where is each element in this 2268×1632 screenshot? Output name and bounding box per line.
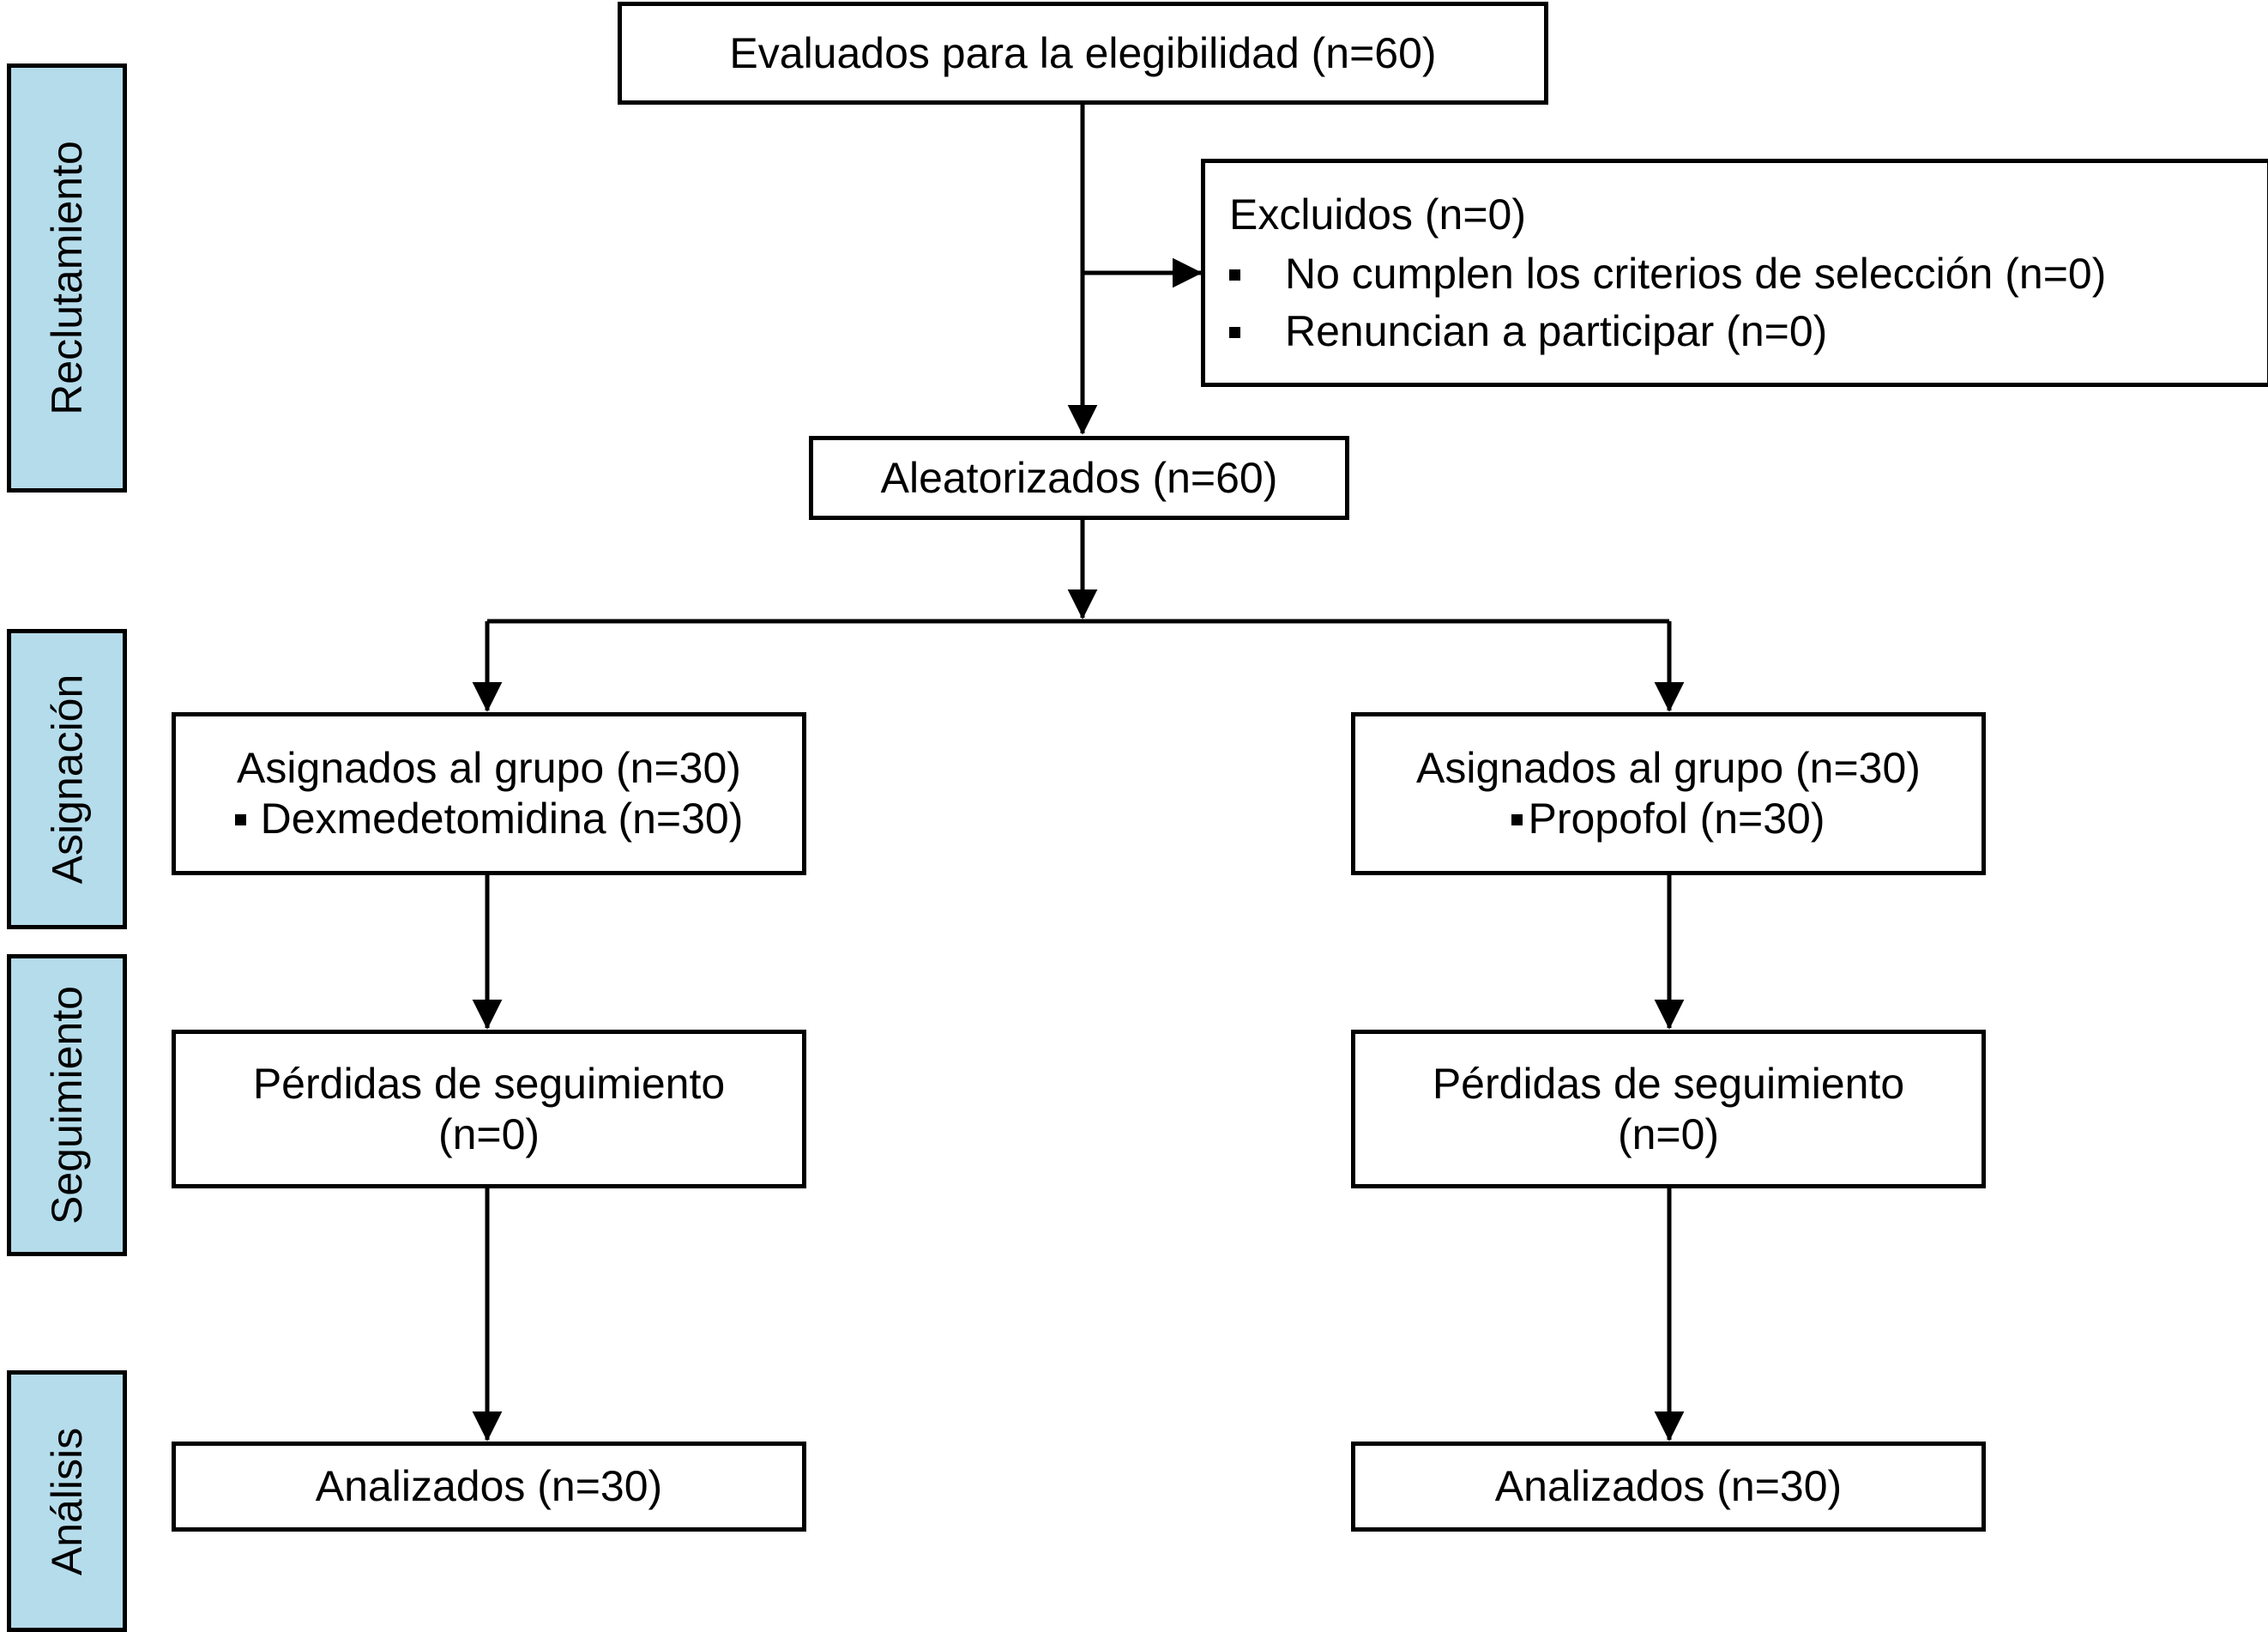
bullet-square-icon	[1229, 269, 1240, 281]
bullet-square-icon	[1511, 814, 1523, 825]
node-allocation-right: Asignados al grupo (n=30) Propofol (n=30…	[1351, 712, 1986, 875]
node-analyzed-left-text: Analizados (n=30)	[315, 1462, 663, 1510]
bullet-square-icon	[1229, 326, 1240, 338]
node-excluded-item-1-text: Renuncian a participar (n=0)	[1285, 306, 1828, 355]
node-allocation-left-item: Dexmedetomidina (n=30)	[234, 794, 744, 844]
node-excluded-item-0-text: No cumplen los criterios de selección (n…	[1285, 249, 2107, 298]
node-randomized: Aleatorizados (n=60)	[809, 436, 1349, 520]
node-analyzed-left: Analizados (n=30)	[172, 1442, 806, 1532]
node-assessed-text: Evaluados para la elegibilidad (n=60)	[729, 28, 1437, 77]
node-allocation-left-title: Asignados al grupo (n=30)	[237, 744, 741, 792]
node-allocation-right-item: Propofol (n=30)	[1511, 794, 1825, 844]
node-excluded: Excluidos (n=0) No cumplen los criterios…	[1201, 159, 2268, 387]
phase-band-reclutamiento: Reclutamiento	[7, 63, 127, 493]
node-excluded-item-1: Renuncian a participar (n=0)	[1229, 306, 1827, 357]
node-allocation-left-item-text: Dexmedetomidina (n=30)	[260, 795, 744, 843]
phase-label-analisis: Análisis	[43, 1427, 92, 1575]
phase-label-asignacion: Asignación	[43, 674, 92, 885]
phase-label-seguimiento: Seguimiento	[43, 986, 91, 1224]
phase-band-asignacion: Asignación	[7, 629, 127, 929]
node-randomized-text: Aleatorizados (n=60)	[880, 453, 1278, 502]
node-allocation-left: Asignados al grupo (n=30) Dexmedetomidin…	[172, 712, 806, 875]
node-analyzed-right-text: Analizados (n=30)	[1494, 1462, 1843, 1510]
node-lost-followup-right: Pérdidas de seguimiento (n=0)	[1351, 1030, 1986, 1188]
node-assessed-for-eligibility: Evaluados para la elegibilidad (n=60)	[618, 2, 1548, 105]
node-allocation-right-title: Asignados al grupo (n=30)	[1416, 744, 1921, 792]
node-allocation-right-item-text: Propofol (n=30)	[1528, 795, 1825, 843]
node-lost-followup-left-line2: (n=0)	[437, 1109, 540, 1158]
bullet-square-icon	[234, 814, 246, 825]
phase-label-reclutamiento: Reclutamiento	[43, 141, 92, 415]
phase-band-seguimiento: Seguimiento	[7, 954, 127, 1256]
node-excluded-item-0: No cumplen los criterios de selección (n…	[1229, 249, 2106, 299]
node-lost-followup-left: Pérdidas de seguimiento (n=0)	[172, 1030, 806, 1188]
node-excluded-title: Excluidos (n=0)	[1229, 190, 1526, 239]
phase-band-analisis: Análisis	[7, 1370, 127, 1632]
node-lost-followup-right-line1: Pérdidas de seguimiento	[1432, 1059, 1905, 1108]
node-analyzed-right: Analizados (n=30)	[1351, 1442, 1986, 1532]
node-lost-followup-left-line1: Pérdidas de seguimiento	[252, 1059, 726, 1108]
node-lost-followup-right-line2: (n=0)	[1617, 1109, 1720, 1158]
